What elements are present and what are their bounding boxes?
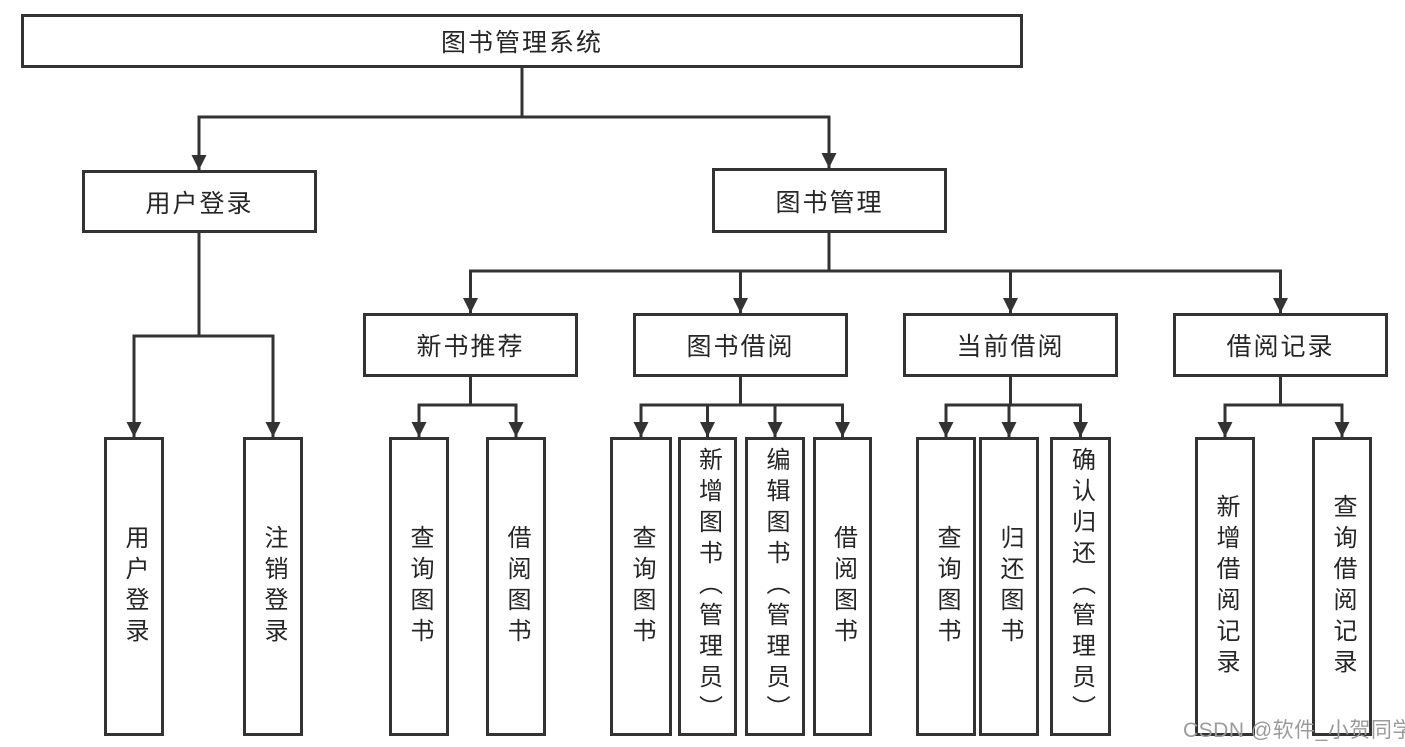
node-book-management: 图书管理 xyxy=(712,168,947,233)
leaf-current-return-books: 归还图书 xyxy=(979,437,1039,736)
borrowing-records-children-connectors xyxy=(1217,377,1350,437)
new-book-recommend-children-connectors xyxy=(411,377,524,437)
node-root-system: 图书管理系统 xyxy=(21,14,1023,68)
leaf-borrowing-borrow-books: 借阅图书 xyxy=(813,437,872,736)
node-label: 当前借阅 xyxy=(956,333,1065,361)
leaf-borrowing-add-books-admin: 新增图书（管理员） xyxy=(678,437,737,736)
leaf-records-add-borrow-record: 新增借阅记录 xyxy=(1195,437,1255,736)
node-book-borrowing: 图书借阅 xyxy=(633,313,848,377)
node-label: 查询图书 xyxy=(628,524,655,649)
node-label: 新书推荐 xyxy=(416,333,525,361)
level1-to-level2-connectors xyxy=(191,68,837,170)
node-new-book-recommend: 新书推荐 xyxy=(363,313,578,377)
leaf-recommend-query-books: 查询图书 xyxy=(389,437,449,736)
node-label: 新增借阅记录 xyxy=(1212,493,1239,680)
leaf-current-confirm-return-admin: 确认归还（管理员） xyxy=(1050,437,1111,736)
node-borrowing-records: 借阅记录 xyxy=(1173,313,1388,377)
leaf-user-login: 用户登录 xyxy=(104,437,164,736)
node-label: 注销登录 xyxy=(260,524,287,649)
node-label: 用户登录 xyxy=(121,524,148,649)
leaf-borrowing-edit-books-admin: 编辑图书（管理员） xyxy=(745,437,805,736)
node-label: 图书借阅 xyxy=(686,333,795,361)
leaf-logout: 注销登录 xyxy=(243,437,303,736)
node-label: 编辑图书（管理员） xyxy=(762,447,789,726)
node-user-login: 用户登录 xyxy=(82,170,317,233)
node-label: 用户登录 xyxy=(145,189,254,218)
node-label: 确认归还（管理员） xyxy=(1067,447,1095,726)
node-label: 图书管理 xyxy=(775,188,884,217)
node-label: 查询图书 xyxy=(933,524,960,649)
user-login-children-connectors xyxy=(126,233,281,437)
node-label: 查询图书 xyxy=(406,524,433,649)
node-label: 图书管理系统 xyxy=(440,29,603,57)
csdn-watermark: CSDN @软件_小贺同学 xyxy=(1183,719,1405,742)
node-current-borrowing: 当前借阅 xyxy=(903,313,1118,377)
node-label: 借阅图书 xyxy=(829,524,857,649)
node-label: 归还图书 xyxy=(996,524,1023,649)
leaf-recommend-borrow-books: 借阅图书 xyxy=(486,437,546,736)
node-label: 借阅图书 xyxy=(503,524,530,649)
leaf-current-query-books: 查询图书 xyxy=(916,437,976,736)
node-label: 新增图书（管理员） xyxy=(694,447,722,726)
book-borrowing-children-connectors xyxy=(633,377,850,437)
book-management-children-connectors xyxy=(463,233,1288,313)
leaf-records-query-borrow-record: 查询借阅记录 xyxy=(1312,437,1372,736)
leaf-borrowing-query-books: 查询图书 xyxy=(610,437,672,736)
node-label: 查询借阅记录 xyxy=(1329,493,1356,680)
node-label: 借阅记录 xyxy=(1226,333,1335,361)
current-borrowing-children-connectors xyxy=(938,377,1088,437)
